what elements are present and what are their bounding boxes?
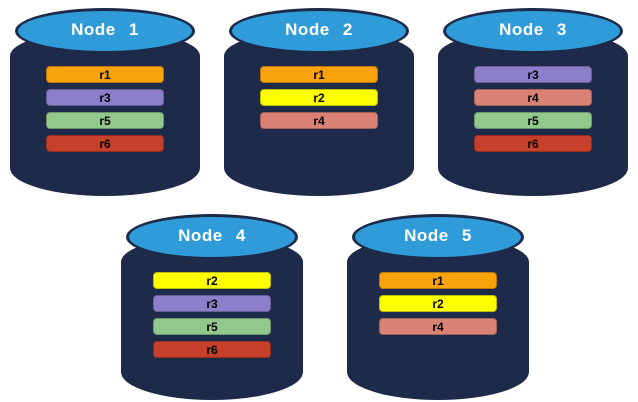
replica-bar: r4 (260, 112, 378, 129)
db-node: Node 2 r1 r2 r4 (224, 8, 414, 196)
node-label: Node 5 (404, 226, 472, 245)
replica-list: r1 r2 r4 (224, 66, 414, 129)
replica-bar: r2 (260, 89, 378, 106)
cylinder-top: Node 1 (15, 8, 195, 54)
db-node: Node 5 r1 r2 r4 (347, 214, 529, 400)
replica-bar: r6 (153, 341, 271, 358)
replica-bar: r1 (260, 66, 378, 83)
replica-bar: r4 (474, 89, 592, 106)
replica-list: r3 r4 r5 r6 (438, 66, 628, 152)
replica-bar: r3 (153, 295, 271, 312)
node-label: Node 3 (499, 20, 567, 39)
replica-list: r1 r2 r4 (347, 272, 529, 335)
replica-list: r2 r3 r5 r6 (121, 272, 303, 358)
replica-list: r1 r3 r5 r6 (10, 66, 200, 152)
replica-bar: r1 (46, 66, 164, 83)
replica-bar: r3 (474, 66, 592, 83)
db-node: Node 1 r1 r3 r5 r6 (10, 8, 200, 196)
replica-bar: r5 (153, 318, 271, 335)
cylinder-top: Node 4 (126, 214, 298, 260)
replica-bar: r6 (474, 135, 592, 152)
db-node: Node 4 r2 r3 r5 r6 (121, 214, 303, 400)
cylinder-top: Node 2 (229, 8, 409, 54)
replica-bar: r6 (46, 135, 164, 152)
replica-bar: r2 (379, 295, 497, 312)
node-label: Node 4 (178, 226, 246, 245)
replica-bar: r1 (379, 272, 497, 289)
node-label: Node 1 (71, 20, 139, 39)
cylinder-top: Node 3 (443, 8, 623, 54)
db-node: Node 3 r3 r4 r5 r6 (438, 8, 628, 196)
replica-bar: r3 (46, 89, 164, 106)
replica-bar: r5 (474, 112, 592, 129)
replica-bar: r5 (46, 112, 164, 129)
replica-bar: r2 (153, 272, 271, 289)
node-label: Node 2 (285, 20, 353, 39)
cylinder-top: Node 5 (352, 214, 524, 260)
replica-bar: r4 (379, 318, 497, 335)
